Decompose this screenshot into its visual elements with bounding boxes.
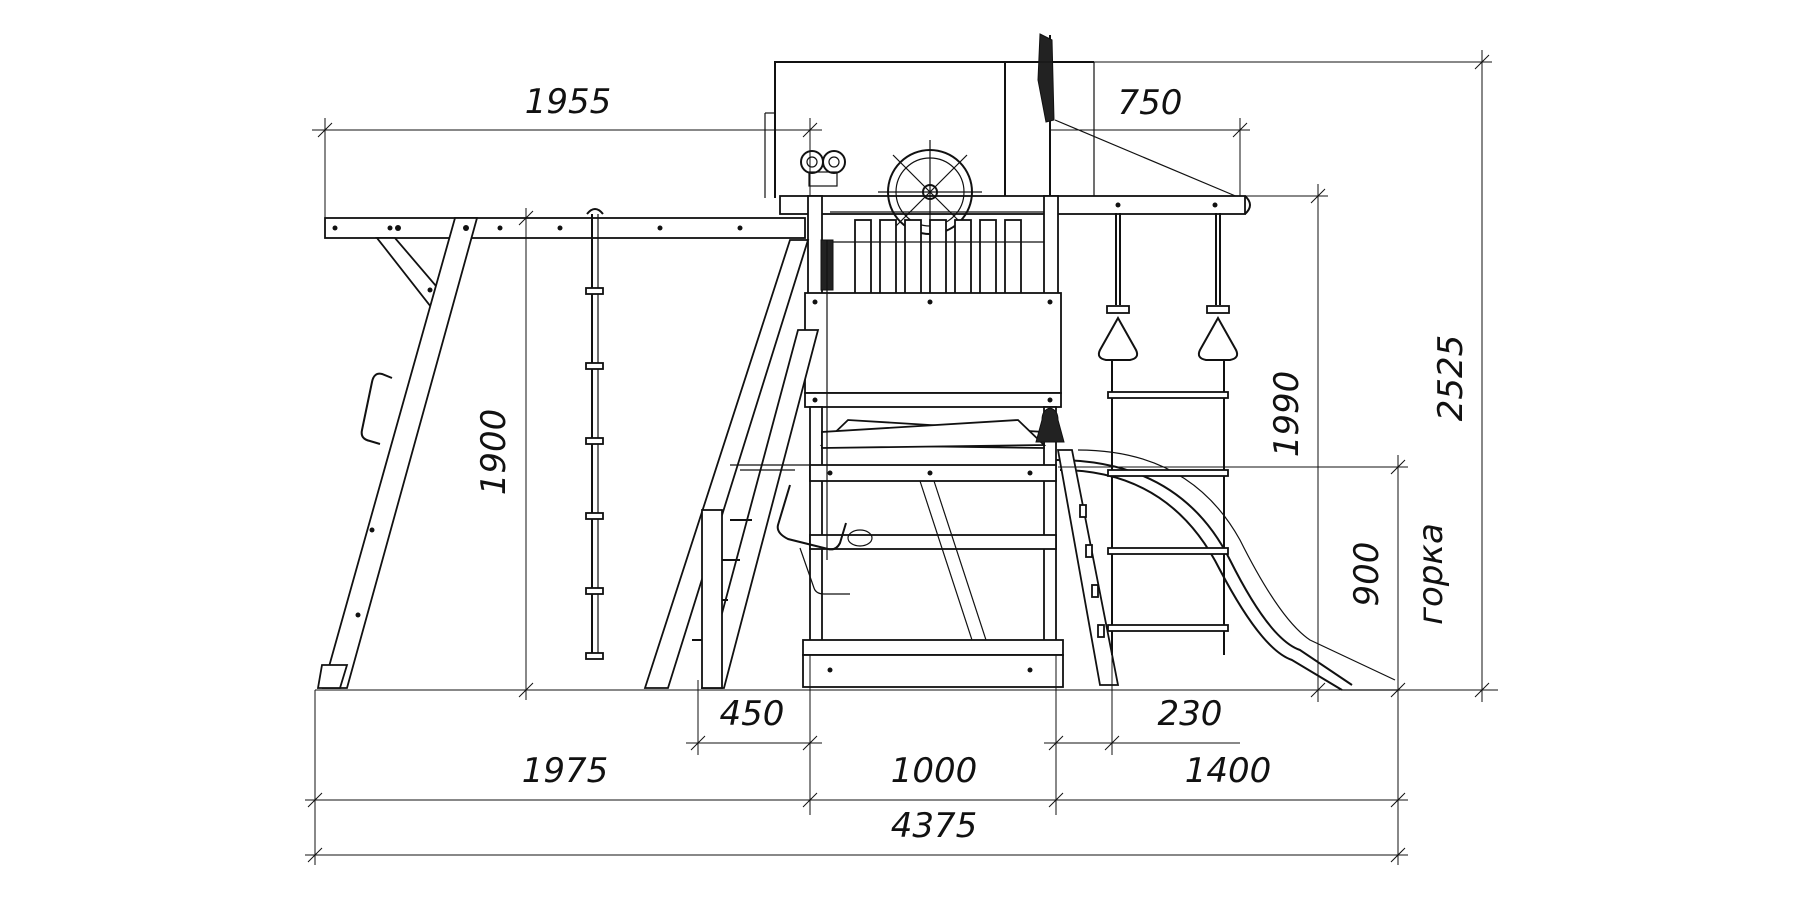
dimension-lines xyxy=(305,50,1498,865)
dim-label-1975: 1975 xyxy=(522,751,609,791)
top-beam xyxy=(324,195,1251,239)
climbing-rope xyxy=(585,208,604,660)
playground-structure xyxy=(316,33,1400,691)
dim-label-1400: 1400 xyxy=(1185,751,1272,791)
slide-label: горка xyxy=(1411,523,1451,625)
gym-rings xyxy=(1097,213,1239,361)
bell xyxy=(1035,407,1065,443)
dim-label-1000: 1000 xyxy=(891,751,978,791)
dim-label-750: 750 xyxy=(1118,83,1183,123)
dim-label-1955: 1955 xyxy=(525,82,612,122)
rope-ladder xyxy=(1107,360,1229,655)
swing-a-frame xyxy=(316,217,479,689)
tower-frame xyxy=(802,406,1064,688)
tower-ladder xyxy=(643,239,820,689)
dimension-labels: 1955 750 1900 1990 2525 900 горка 450 23… xyxy=(474,82,1471,846)
dim-label-450: 450 xyxy=(720,694,785,734)
dim-label-230: 230 xyxy=(1158,694,1223,734)
dim-label-2525: 2525 xyxy=(1431,335,1471,422)
rope-net xyxy=(820,239,834,560)
slide xyxy=(1055,449,1400,691)
tower-wall xyxy=(804,292,1062,408)
swing-seat xyxy=(776,484,873,595)
dim-label-1900: 1900 xyxy=(474,409,514,496)
flag xyxy=(1037,33,1055,200)
steering-wheel xyxy=(878,140,982,244)
binoculars xyxy=(800,150,846,187)
dim-label-4375: 4375 xyxy=(891,806,978,846)
dim-label-1990: 1990 xyxy=(1267,371,1307,458)
dim-label-900: 900 xyxy=(1347,542,1387,607)
